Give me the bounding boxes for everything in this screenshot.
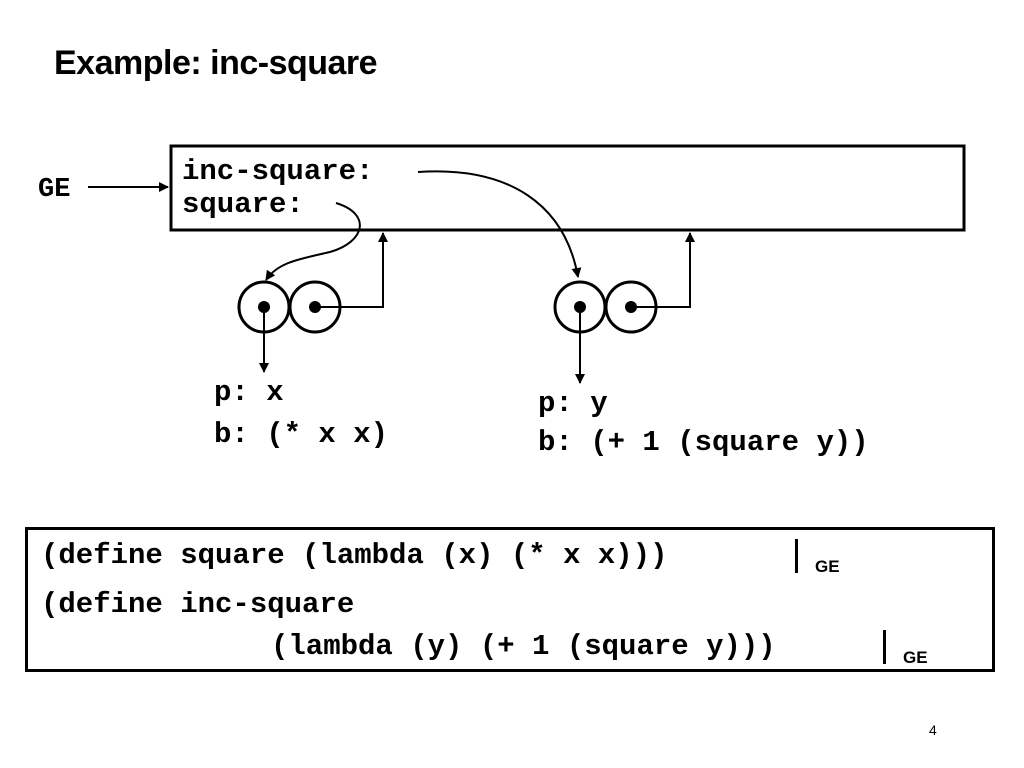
slide-title: Example: inc-square	[54, 44, 378, 82]
code-line-lambda: (lambda (y) (+ 1 (square y)))	[271, 630, 776, 663]
global-env-frame	[169, 144, 966, 232]
binding-square: square:	[182, 188, 304, 221]
page-number: 4	[929, 722, 937, 738]
env-label-2: GE	[903, 648, 928, 667]
ge-label: GE	[38, 175, 71, 205]
inc-square-params: p: y	[538, 387, 608, 420]
binding-inc-square: inc-square:	[182, 155, 374, 188]
code-box	[25, 527, 995, 672]
square-binding-arrow	[265, 202, 361, 281]
square-params: p: x	[214, 376, 284, 409]
env-eval-bar-2	[883, 630, 886, 664]
inc-square-env-arrow	[631, 232, 695, 308]
env-eval-bar-1	[795, 539, 798, 573]
square-body: b: (* x x)	[214, 418, 389, 451]
square-env-arrow	[315, 232, 388, 308]
code-line-define-square: (define square (lambda (x) (* x x)))	[41, 539, 668, 572]
inc-square-body: b: (+ 1 (square y))	[538, 426, 869, 459]
code-line-define-inc-square: (define inc-square	[41, 588, 355, 621]
inc-square-binding-arrow	[417, 170, 582, 278]
env-label-1: GE	[815, 557, 840, 576]
